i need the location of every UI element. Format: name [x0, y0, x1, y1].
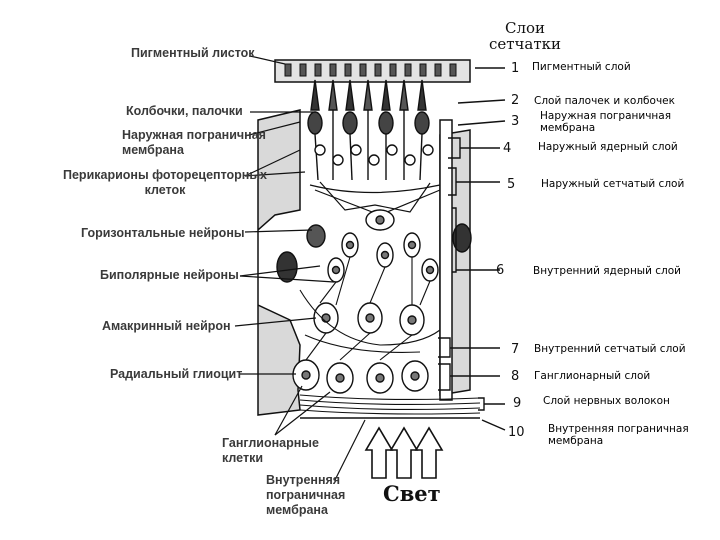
layer-name-5: Наружный сетчатый слой — [541, 178, 685, 190]
label-radial-gliocyte: Радиальный глиоцит — [110, 367, 243, 381]
layer-name-4: Наружный ядерный слой — [538, 141, 678, 153]
layer-number-8: 8 — [511, 369, 520, 384]
light-arrow-icon — [414, 426, 444, 479]
layer-name-3-line-2: мембрана — [540, 122, 596, 134]
layer-number-10: 10 — [508, 425, 525, 440]
layer-number-3: 3 — [511, 114, 520, 129]
title-line-1: Слои — [504, 19, 546, 37]
light-arrow-icon — [389, 426, 419, 479]
nerve-fibre-layer — [299, 394, 481, 415]
layer-name-3-line-1: Наружная пограничная — [540, 110, 672, 122]
label-bipolar-neurons: Биполярные нейроны — [100, 268, 239, 282]
diagram-title: Слои сетчатки — [480, 20, 570, 52]
glial-nucleus-left — [276, 251, 298, 283]
label-perikarya: Перикарионы фоторецепторных клеток — [63, 168, 267, 198]
glial-nucleus-right — [452, 223, 472, 253]
label-ganglion-line-1: Ганглионарные — [222, 436, 319, 450]
layer-name-1: Пигментный слой — [532, 61, 631, 73]
left-leader-lines — [234, 55, 366, 481]
layer-number-4: 4 — [503, 141, 512, 156]
photoreceptors — [307, 79, 434, 181]
light-arrow-icon — [364, 426, 394, 479]
label-outer-limiting-line-1: Наружная пограничная — [122, 128, 266, 142]
layer-name-7: Внутренний сетчатый слой — [534, 343, 686, 355]
layer-number-1: 1 — [511, 61, 520, 76]
layer-number-7: 7 — [511, 342, 520, 357]
label-inner-limiting-line-1: Внутренняя — [266, 473, 341, 487]
layer-name-10-line-2: мембрана — [548, 435, 604, 447]
neuron-fibres — [299, 256, 441, 361]
ganglion-cells — [292, 359, 429, 394]
glial-background — [257, 109, 301, 416]
label-horizontal-neurons: Горизонтальные нейроны — [81, 226, 245, 240]
label-perikarya-line-2: клеток — [144, 183, 186, 197]
layer-name-10: Внутренняя пограничная мембрана — [548, 423, 689, 447]
label-inner-limiting-line-3: мембрана — [266, 503, 328, 517]
layer-number-6: 6 — [496, 263, 505, 278]
label-ganglion-line-2: клетки — [222, 451, 264, 465]
layer-number-2: 2 — [511, 93, 520, 108]
label-cones-rods: Колбочки, палочки — [126, 104, 243, 118]
label-pigment-sheet: Пигментный листок — [131, 46, 255, 60]
label-outer-limiting-membrane: Наружная пограничная мембрана — [122, 128, 266, 158]
layer-brackets — [438, 67, 506, 431]
label-amacrine-neuron: Амакринный нейрон — [102, 319, 231, 333]
radial-glia-column — [439, 119, 453, 401]
label-inner-limiting-line-2: пограничная — [266, 488, 346, 502]
label-outer-limiting-line-2: мембрана — [122, 143, 184, 157]
label-perikarya-line-1: Перикарионы фоторецепторных — [63, 168, 267, 182]
layer-number-9: 9 — [513, 396, 522, 411]
label-ganglion-cells: Ганглионарные клетки — [222, 436, 319, 466]
light-label: Свет — [383, 481, 441, 506]
layer-name-6: Внутренний ядерный слой — [533, 265, 681, 277]
layer-name-10-line-1: Внутренняя пограничная — [548, 423, 689, 435]
label-inner-limiting-membrane: Внутренняя пограничная мембрана — [266, 473, 345, 518]
light-arrows — [364, 426, 444, 479]
layer-name-2: Слой палочек и колбочек — [534, 95, 675, 107]
pigment-cells — [284, 63, 457, 77]
layer-name-3: Наружная пограничная мембрана — [540, 110, 671, 134]
title-line-2: сетчатки — [488, 35, 562, 53]
layer-number-5: 5 — [507, 177, 516, 192]
layer-name-9: Слой нервных волокон — [543, 395, 670, 407]
layer-name-8: Ганглионарный слой — [534, 370, 651, 382]
